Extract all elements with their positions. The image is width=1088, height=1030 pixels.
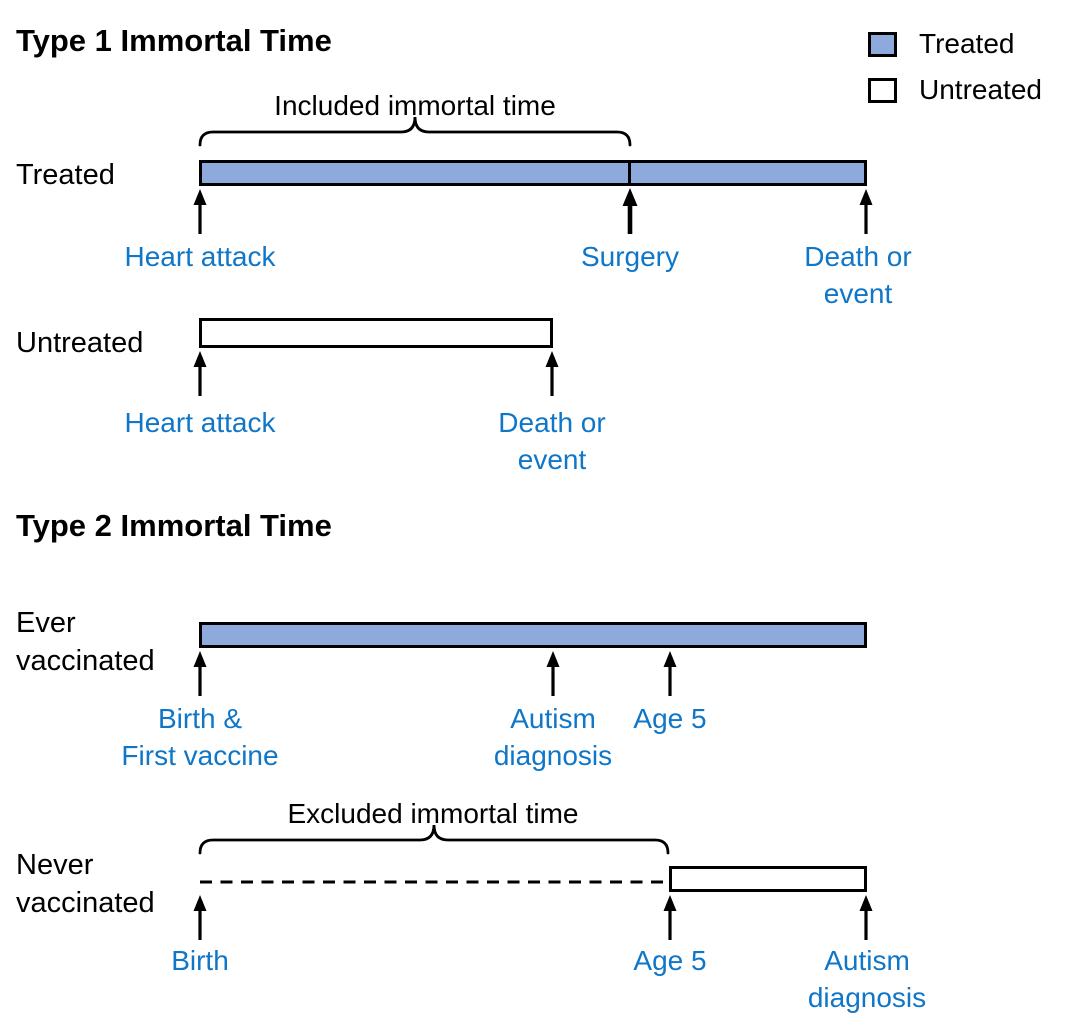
- type2-title: Type 2 Immortal Time: [16, 508, 332, 543]
- type1-title: Type 1 Immortal Time: [16, 23, 332, 58]
- legend: Treated Untreated: [868, 28, 1042, 106]
- event-label-age5-ever: Age 5: [633, 703, 707, 734]
- event-label-heart-attack-untreated: Heart attack: [124, 407, 276, 438]
- event-label-autism-ever: Autism diagnosis: [493, 703, 613, 771]
- legend-label-treated: Treated: [919, 28, 1015, 59]
- event-label-surgery: Surgery: [580, 241, 680, 272]
- legend-item-untreated: Untreated: [868, 74, 1042, 106]
- event-label-birth-never: Birth: [171, 945, 229, 976]
- arrow-autism-never-icon: [859, 895, 873, 940]
- legend-label-untreated: Untreated: [919, 74, 1042, 105]
- curly-brace-included-icon: [198, 116, 632, 147]
- arrow-age5-never-icon: [193, 895, 207, 940]
- unobserved-time-dashed-line: [200, 880, 672, 884]
- arrow-heart-attack-untreated-icon: [193, 351, 207, 396]
- event-label-age5-never: Age 5: [633, 945, 707, 976]
- arrow-autism-ever-icon: [546, 651, 560, 696]
- arrow-heart-attack-treated-icon: [193, 189, 207, 234]
- arrow-death-treated-icon: [859, 189, 873, 234]
- included-immortal-time-label: Included immortal time: [274, 90, 556, 121]
- untreated-swatch-icon: [868, 77, 897, 103]
- treated-swatch-icon: [868, 31, 897, 57]
- excluded-immortal-time-label: Excluded immortal time: [287, 798, 579, 829]
- treated-row-label: Treated: [16, 159, 115, 191]
- event-label-birth-first-vaccine: Birth & First vaccine: [121, 703, 279, 771]
- treated-bar: [199, 160, 867, 186]
- arrow-surgery-icon: [622, 188, 638, 234]
- never-vaccinated-bar: [669, 866, 867, 892]
- event-label-death-untreated: Death or event: [498, 407, 606, 475]
- ever-vaccinated-bar: [199, 622, 867, 648]
- arrow-death-untreated-icon: [545, 351, 559, 396]
- ever-vaccinated-row-label: Ever vaccinated: [16, 607, 155, 677]
- curly-brace-excluded-icon: [198, 824, 670, 855]
- event-label-death-treated: Death or event: [804, 241, 912, 309]
- arrow-birth-first-vaccine-icon: [193, 651, 207, 696]
- event-label-heart-attack-treated: Heart attack: [124, 241, 276, 272]
- legend-item-treated: Treated: [868, 28, 1042, 60]
- untreated-row-label: Untreated: [16, 327, 144, 359]
- never-vaccinated-row-label: Never vaccinated: [16, 849, 155, 919]
- arrow-birth-never-icon: [663, 895, 677, 940]
- surgery-divider: [628, 160, 631, 186]
- event-label-autism-never: Autism diagnosis: [807, 945, 927, 1013]
- arrow-age5-ever-icon: [663, 651, 677, 696]
- untreated-bar: [199, 318, 553, 348]
